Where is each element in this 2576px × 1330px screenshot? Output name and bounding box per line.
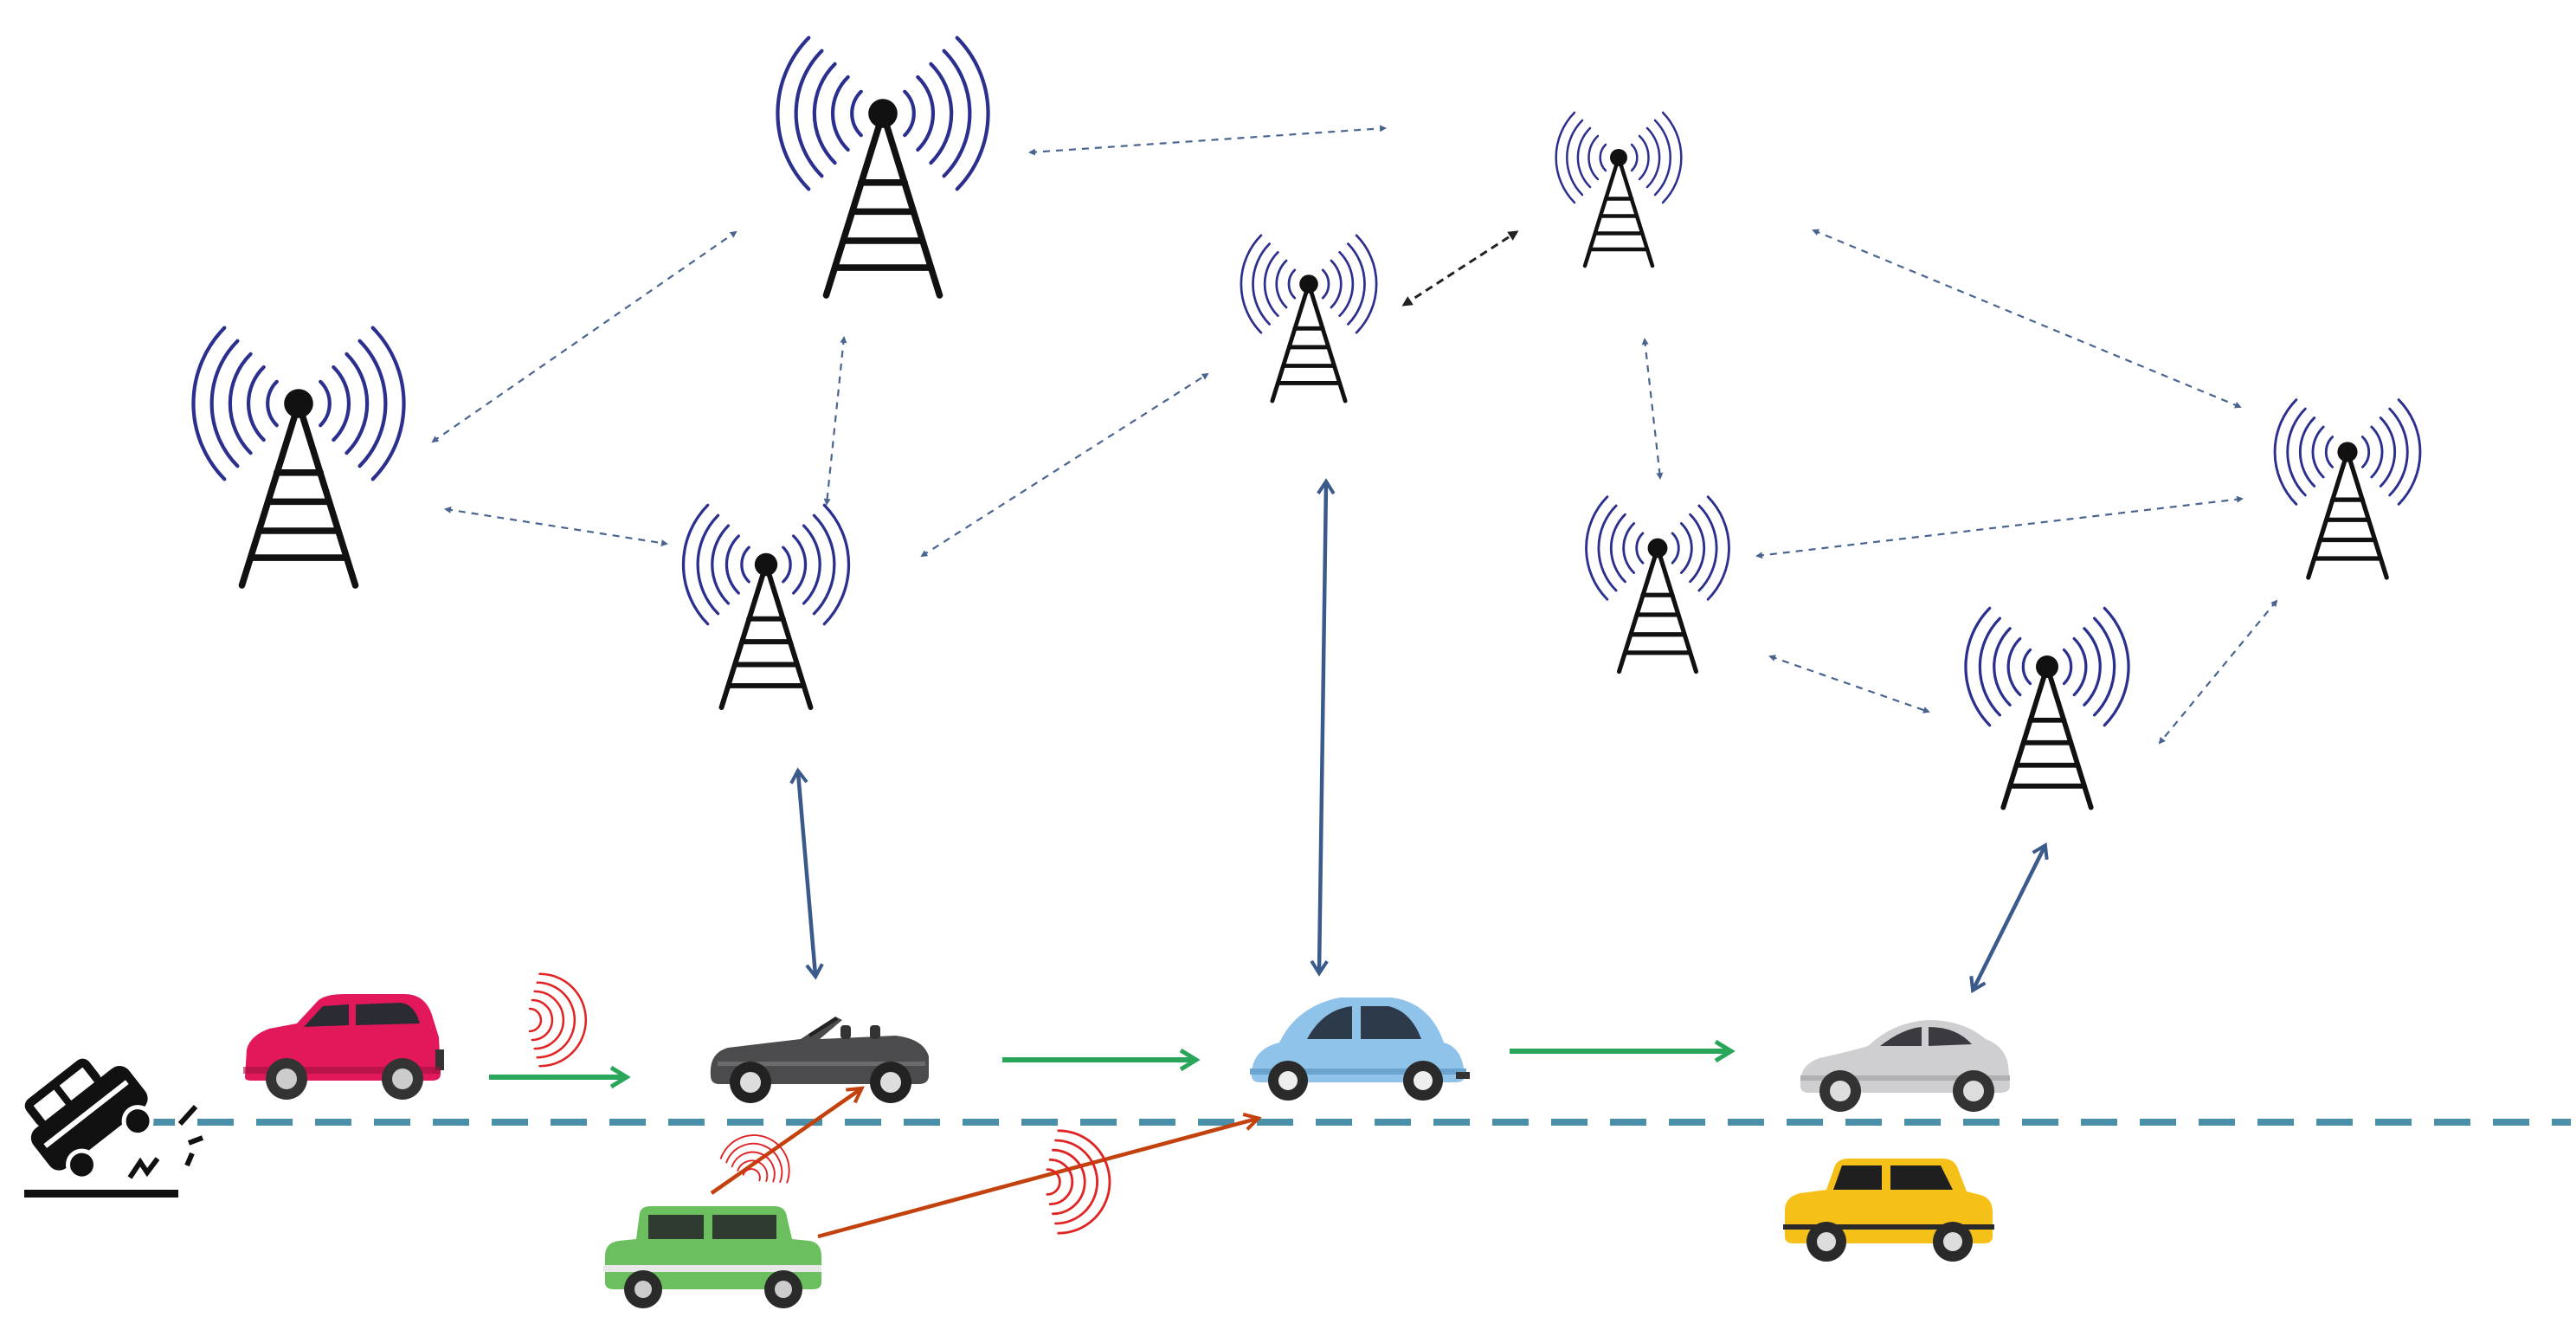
link-tower-b-tower-c	[823, 336, 847, 506]
link-tower-e-tower-g	[1812, 229, 2242, 409]
link-tower-g-tower-h	[2158, 599, 2278, 745]
green-mini-car-icon	[603, 1206, 821, 1308]
radio-tower-icon	[2275, 400, 2420, 578]
link-tower-f-tower-h	[1768, 655, 1930, 713]
overturned-car-icon	[24, 1058, 204, 1198]
link-tower-e-tower-f	[1641, 338, 1664, 480]
red-hatchback-car-icon	[243, 994, 444, 1100]
tower-f	[1587, 497, 1729, 672]
link-tower-f-tower-g	[1755, 495, 2244, 559]
v2v-links	[489, 1051, 1729, 1077]
radio-tower-icon	[777, 38, 988, 295]
car-green	[603, 1206, 821, 1308]
tower-h	[1966, 608, 2128, 807]
yellow-mini-car-icon	[1783, 1159, 1994, 1262]
tower-c	[683, 505, 848, 707]
link-tower-d-car-beetle	[1310, 478, 1336, 977]
link-tower-a-tower-c	[444, 506, 668, 547]
car-convertible	[710, 1017, 929, 1103]
car-yellow	[1783, 1159, 1994, 1262]
link-tower-a-tower-b	[431, 230, 737, 443]
car-silver	[1800, 1020, 2010, 1112]
radio-tower-icon	[1241, 236, 1376, 401]
warning-links	[710, 1089, 1257, 1239]
radio-tower-icon	[193, 328, 403, 585]
infrastructure-links	[431, 125, 2278, 745]
tower-b	[777, 38, 988, 295]
tower-e	[1556, 113, 1682, 266]
link-tower-c-car-convertible	[789, 767, 824, 980]
radio-tower-icon	[1556, 113, 1682, 266]
signal-waves-icon	[528, 972, 588, 1068]
link-tower-b-cloud	[1028, 125, 1387, 156]
link-car-green-car-convertible	[710, 1089, 860, 1195]
signal-waves-icon	[1046, 1129, 1111, 1235]
v2i-links	[789, 478, 2049, 994]
tower-g	[2275, 400, 2420, 578]
radio-tower-icon	[1587, 497, 1729, 672]
tower-a	[193, 328, 403, 585]
silver-coupe-car-icon	[1800, 1020, 2010, 1112]
signal-waves	[528, 972, 1111, 1235]
link-tower-d-tower-e	[1401, 230, 1519, 307]
link-tower-c-tower-d	[920, 372, 1209, 558]
car-red	[243, 994, 444, 1100]
link-tower-h-car-silver	[1969, 842, 2049, 994]
radio-tower-icon	[683, 505, 848, 707]
radio-tower-icon	[1966, 608, 2128, 807]
tower-d	[1241, 236, 1376, 401]
gray-convertible-car-icon	[710, 1017, 929, 1103]
blue-beetle-car-icon	[1250, 998, 1470, 1101]
link-car-green-car-beetle	[817, 1119, 1257, 1239]
car-beetle	[1250, 998, 1470, 1101]
